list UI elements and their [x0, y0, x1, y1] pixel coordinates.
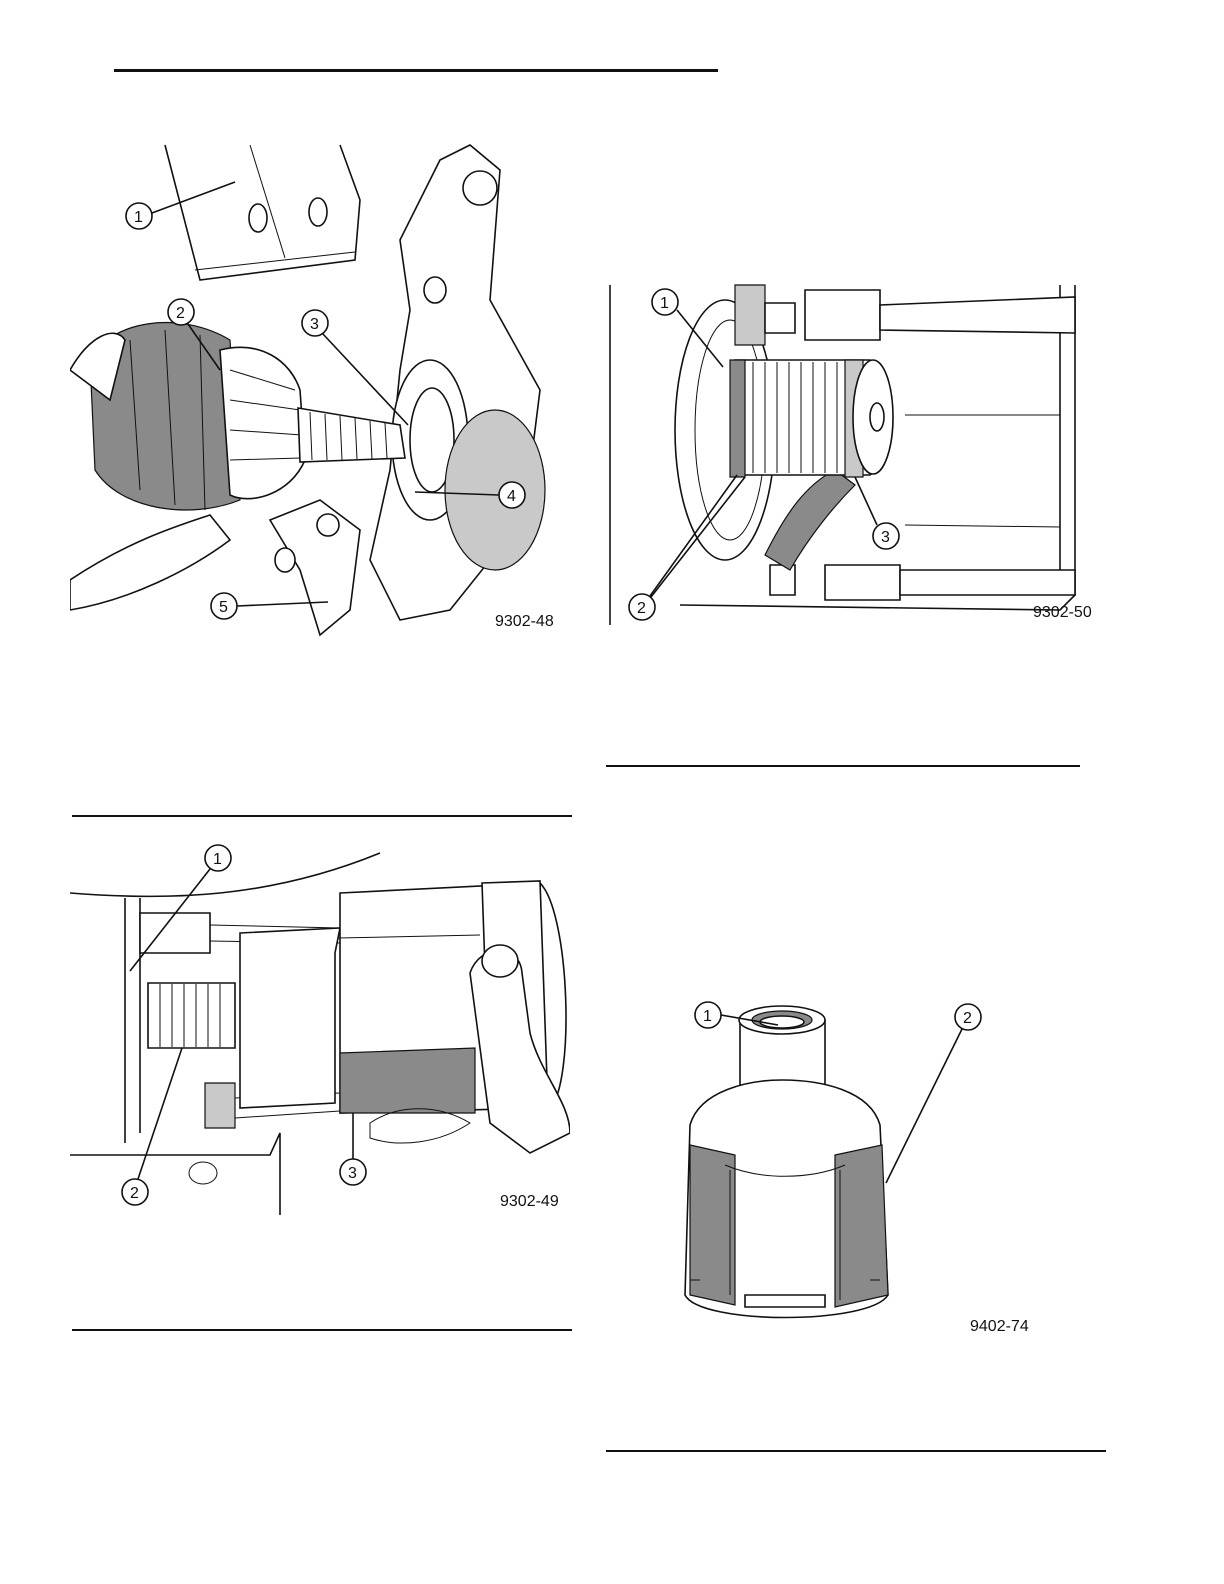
callout-2: 2 — [168, 299, 220, 370]
svg-text:1: 1 — [134, 209, 143, 226]
svg-text:2: 2 — [637, 600, 646, 617]
svg-text:1: 1 — [213, 851, 222, 868]
header-rule — [114, 69, 718, 72]
callout-1: 1 — [126, 182, 235, 229]
figure-separator-rule — [606, 1450, 1106, 1452]
svg-text:3: 3 — [348, 1165, 357, 1182]
callout-4: 4 — [415, 482, 525, 508]
figure-number: 9302-50 — [1033, 604, 1092, 621]
callout-3: 3 — [302, 310, 408, 425]
figure-number: 9302-48 — [495, 613, 554, 630]
figure-9302-50: 1 2 3 9302-50 — [605, 265, 1105, 630]
callouts-9402-74: 1 2 9402-74 — [670, 995, 1060, 1340]
callout-1: 1 — [695, 1002, 778, 1028]
svg-text:4: 4 — [507, 488, 516, 505]
figure-separator-rule — [72, 1329, 572, 1331]
svg-text:3: 3 — [881, 529, 890, 546]
svg-text:5: 5 — [219, 599, 228, 616]
svg-text:2: 2 — [176, 305, 185, 322]
svg-text:1: 1 — [660, 295, 669, 312]
callout-2: 2 — [886, 1004, 981, 1183]
svg-text:3: 3 — [310, 316, 319, 333]
callout-5: 5 — [211, 593, 328, 619]
svg-text:1: 1 — [703, 1008, 712, 1025]
figure-number: 9402-74 — [970, 1318, 1029, 1335]
figure-number: 9302-49 — [500, 1193, 559, 1210]
callout-2: 2 — [122, 1048, 182, 1205]
callout-1: 1 — [652, 289, 723, 367]
svg-text:2: 2 — [963, 1010, 972, 1027]
svg-text:2: 2 — [130, 1185, 139, 1202]
callouts-9302-48: 1 2 3 4 5 9302-48 — [70, 140, 570, 640]
callout-3: 3 — [340, 1113, 366, 1185]
figure-9302-49: 1 2 3 9302-49 — [70, 843, 570, 1215]
figure-9402-74: 1 2 9402-74 — [670, 995, 1060, 1340]
callouts-9302-50: 1 2 3 9302-50 — [605, 265, 1105, 630]
figure-9302-48: 1 2 3 4 5 9302-48 — [70, 140, 570, 640]
callout-2: 2 — [629, 475, 745, 620]
callout-1: 1 — [130, 845, 231, 971]
figure-separator-rule — [606, 765, 1080, 767]
callout-3: 3 — [855, 477, 899, 549]
callouts-9302-49: 1 2 3 9302-49 — [70, 843, 570, 1215]
figure-separator-rule — [72, 815, 572, 817]
